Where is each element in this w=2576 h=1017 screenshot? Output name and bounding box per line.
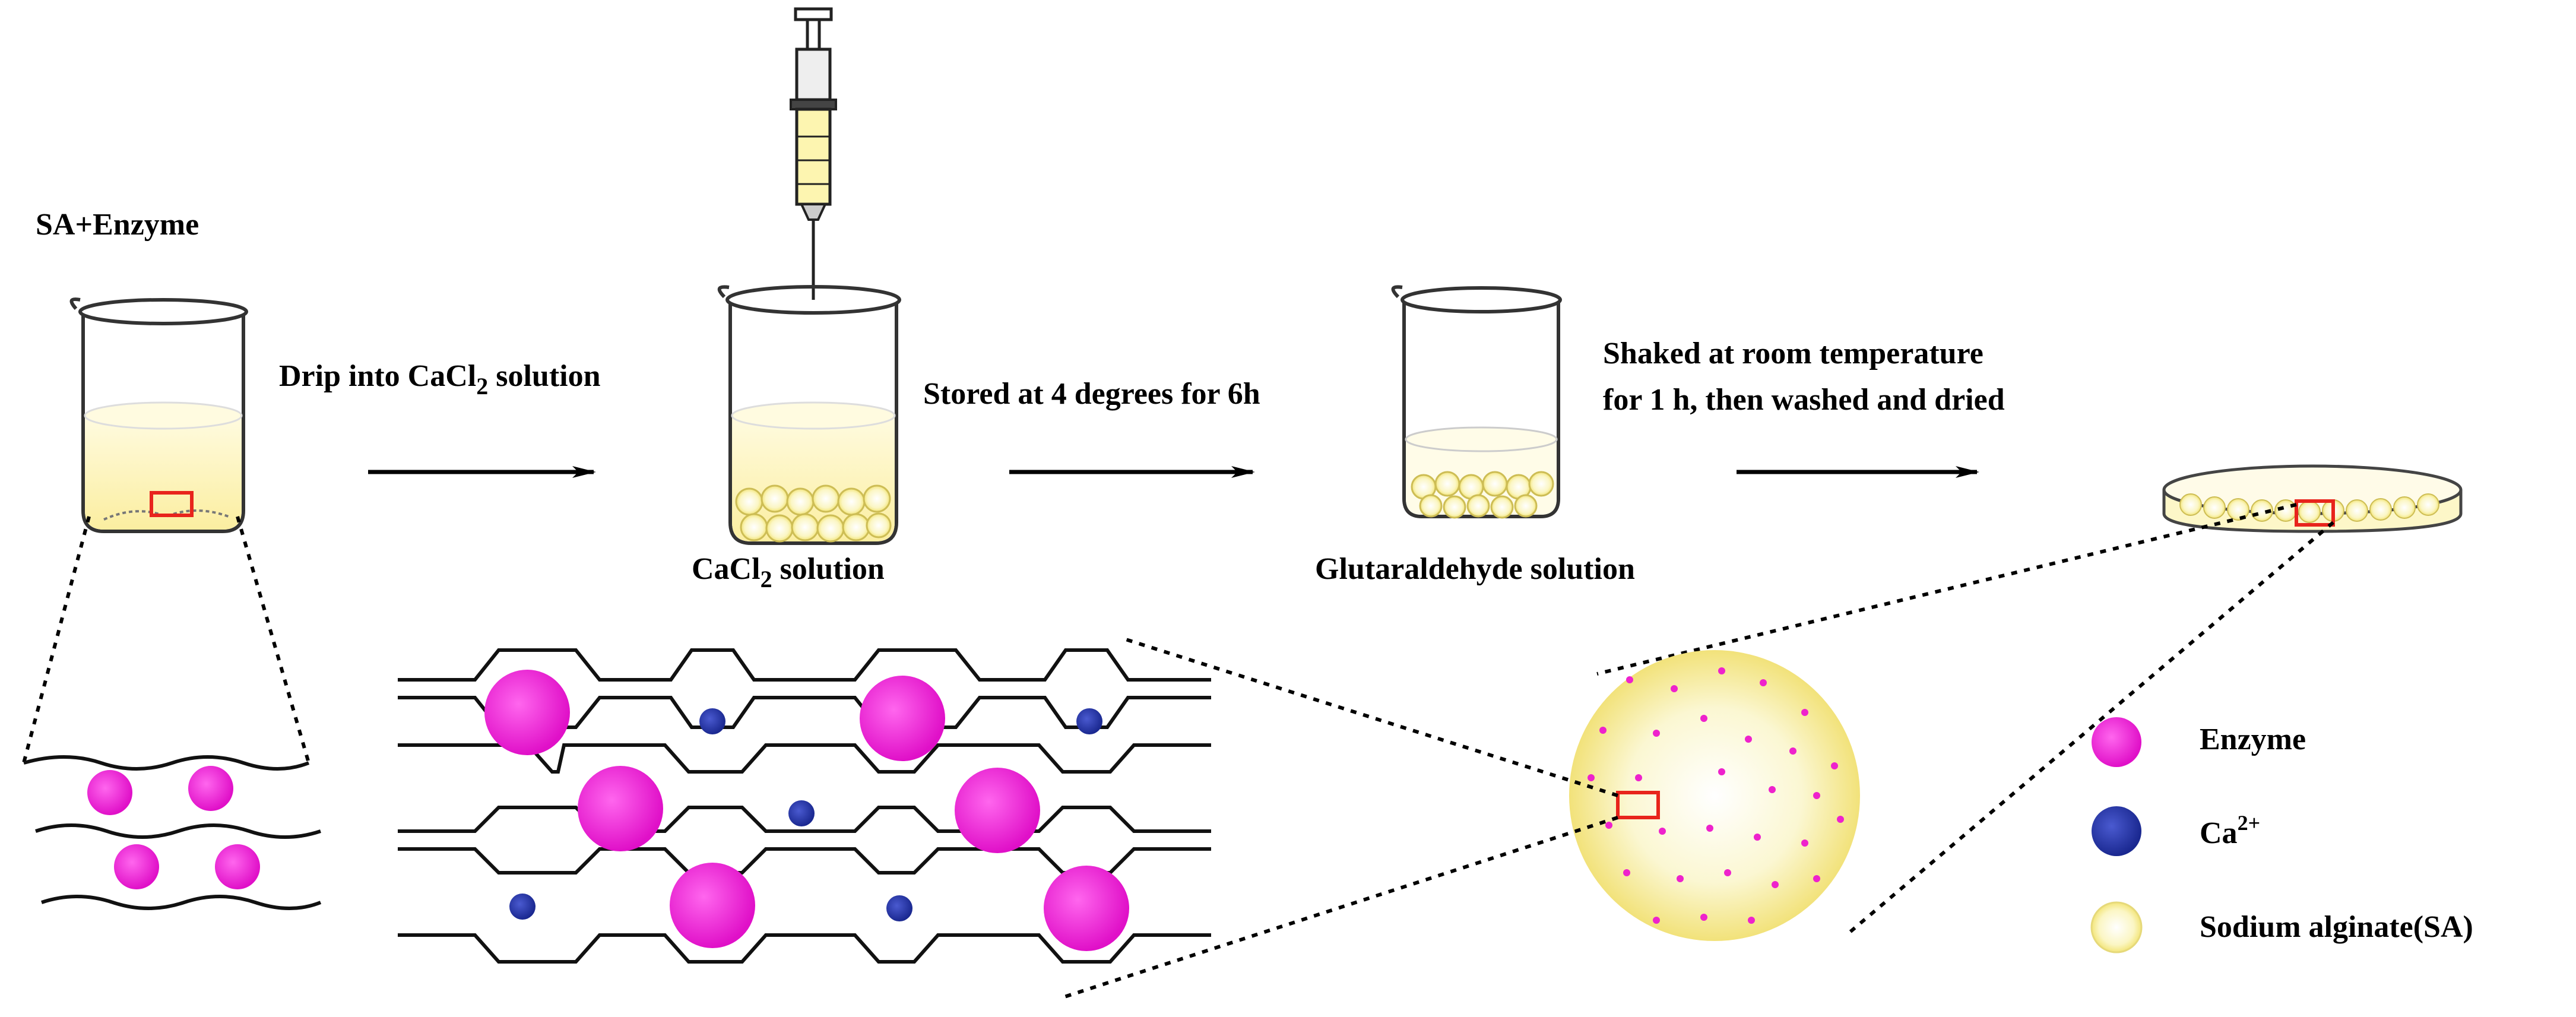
legend: Enzyme Ca2+ Sodium alginate(SA) <box>2090 717 2473 953</box>
label-stored: Stored at 4 degrees for 6h <box>923 377 1260 411</box>
legend-enzyme-swatch <box>2092 717 2141 767</box>
enzyme-particle <box>670 863 755 948</box>
zoom-line <box>236 516 310 763</box>
enzyme-particle <box>955 768 1040 853</box>
label-glutaraldehyde-solution: Glutaraldehyde solution <box>1315 552 1635 586</box>
legend-enzyme-label: Enzyme <box>2200 723 2306 756</box>
alginate-chains-free <box>23 755 322 910</box>
zoom-line <box>1596 503 2297 676</box>
zoom-line <box>22 516 91 763</box>
beaker-sa-enzyme <box>69 297 248 533</box>
legend-alginate-label: Sodium alginate(SA) <box>2200 910 2473 944</box>
syringe-icon <box>790 7 837 300</box>
label-drip: Drip into CaCl2 solution <box>279 359 601 400</box>
label-sa-enzyme: SA+Enzyme <box>36 208 199 242</box>
beaker-cacl2 <box>717 285 901 545</box>
highlight-box <box>150 491 194 517</box>
calcium-ion <box>886 895 912 921</box>
enzyme-particle <box>860 676 945 761</box>
enzyme-particle <box>188 766 233 811</box>
enzyme-particle <box>114 844 159 889</box>
petri-dish <box>2162 464 2463 533</box>
zoom-line <box>1845 521 2334 937</box>
highlight-box <box>2295 499 2335 527</box>
calcium-ion <box>699 708 725 734</box>
enzyme-particle <box>215 844 260 889</box>
label-shaked-line-1: Shaked at room temperature <box>1603 337 1984 370</box>
enzyme-particle <box>578 766 663 851</box>
calcium-ion <box>1076 708 1102 734</box>
beaker-glutaraldehyde <box>1391 285 1562 519</box>
enzyme-particle <box>1044 866 1129 951</box>
zoom-line <box>1121 636 1618 797</box>
legend-alginate-swatch <box>2090 901 2143 953</box>
calcium-ion <box>509 894 536 920</box>
legend-calcium-swatch <box>2092 806 2141 856</box>
enzyme-particle <box>484 670 570 755</box>
label-cacl2-solution: CaCl2 solution <box>692 552 885 593</box>
enzyme-particle <box>87 770 132 815</box>
highlight-box <box>1616 791 1660 819</box>
lattice-particles <box>484 670 1129 951</box>
zoom-line <box>1062 816 1618 999</box>
calcium-ion <box>788 800 815 826</box>
label-shaked-line-2: for 1 h, then washed and dried <box>1603 383 2005 417</box>
enzyme-bead-closeup <box>1569 650 1860 941</box>
legend-calcium-label: Ca2+ <box>2200 811 2260 850</box>
